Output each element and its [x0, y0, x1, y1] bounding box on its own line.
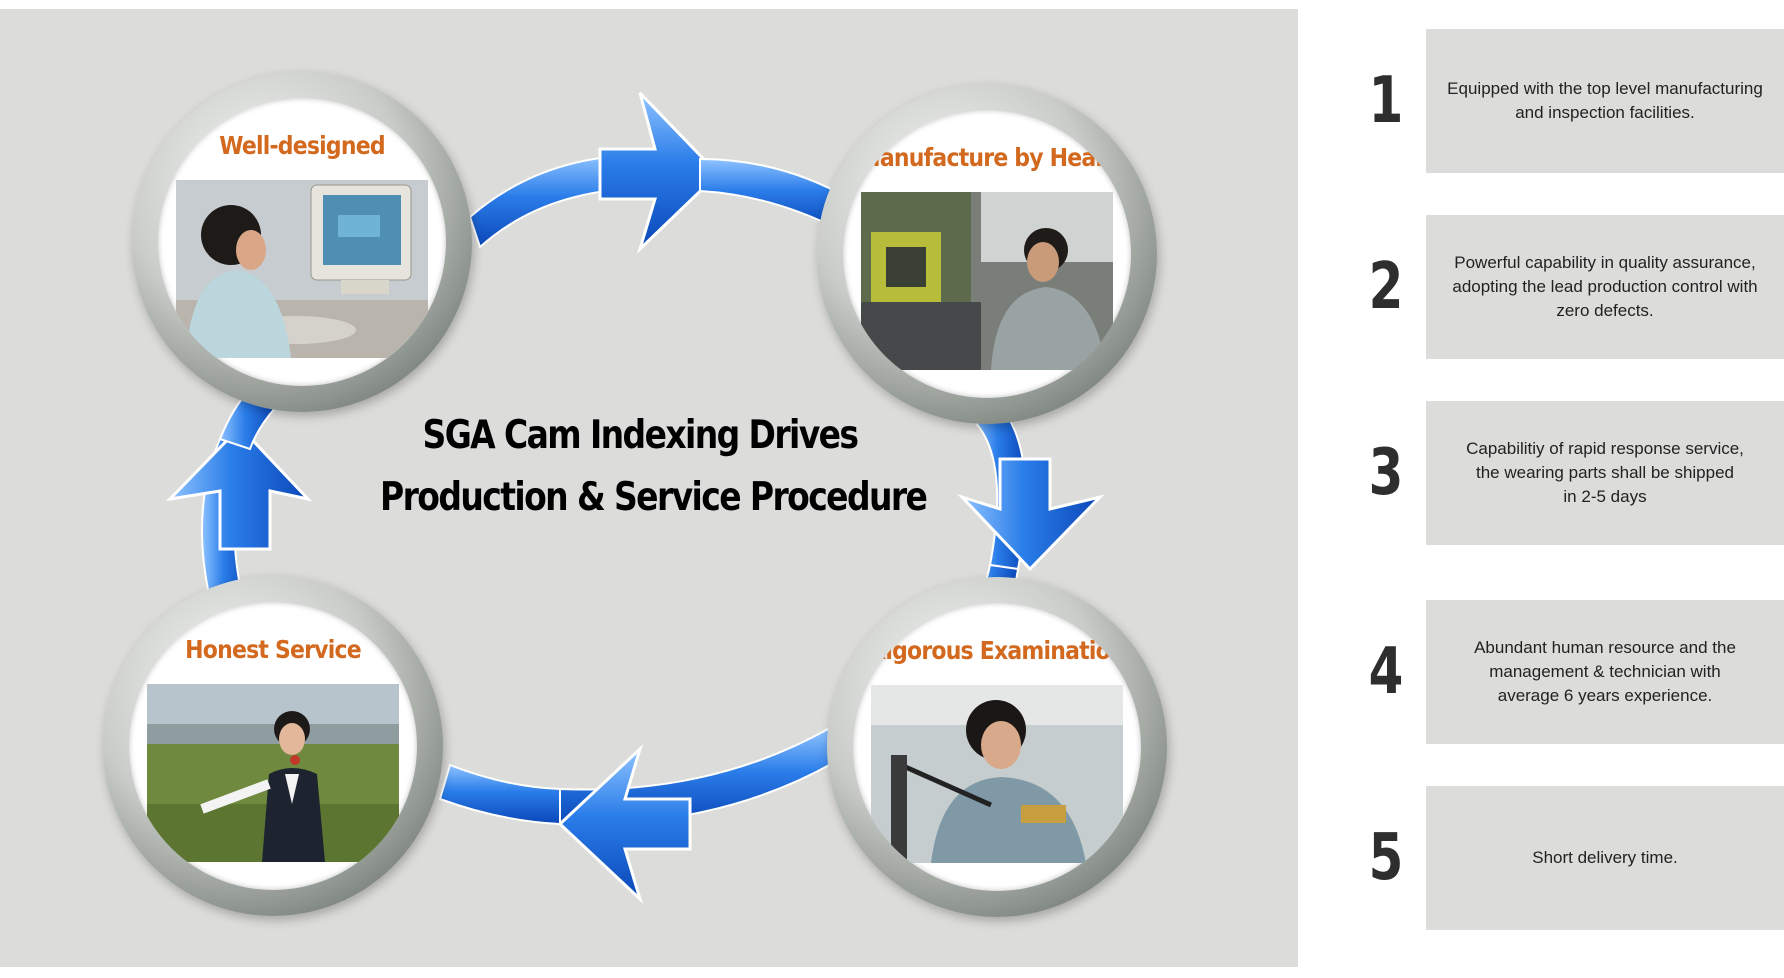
stage-rigorous-examination: Rigorous Examination — [827, 577, 1167, 917]
feature-box: Abundant human resource and the manageme… — [1426, 600, 1784, 744]
diagram-title-line2: Production & Service Procedure — [380, 473, 928, 520]
diagram-panel: Well-designed Manufacture by Heart — [0, 9, 1298, 967]
feature-text: Capabilitiy of rapid response service, t… — [1466, 439, 1744, 506]
feature-item-3: 3 Capabilitiy of rapid response service,… — [1330, 401, 1784, 545]
arrow-top — [468, 91, 852, 255]
feature-item-5: 5 Short delivery time. — [1330, 786, 1784, 930]
feature-box: Capabilitiy of rapid response service, t… — [1426, 401, 1784, 545]
stage-manufacture-by-heart: Manufacture by Heart — [817, 84, 1157, 424]
feature-item-1: 1 Equipped with the top level manufactur… — [1330, 29, 1784, 173]
cycle-arrows — [165, 91, 1105, 904]
feature-text: Equipped with the top level manufacturin… — [1447, 79, 1763, 122]
stage-disc: Manufacture by Heart — [843, 110, 1131, 398]
feature-number: 1 — [1368, 64, 1404, 138]
designer-at-computer-image — [176, 180, 428, 358]
diagram-title-line1: SGA Cam Indexing Drives — [422, 411, 860, 458]
machinist-image — [861, 192, 1113, 370]
feature-box: Short delivery time. — [1426, 786, 1784, 930]
stage-well-designed: Well-designed — [132, 72, 472, 412]
stage-honest-service: Honest Service — [103, 576, 443, 916]
stage-disc: Well-designed — [158, 98, 446, 386]
feature-item-2: 2 Powerful capability in quality assuran… — [1330, 215, 1784, 359]
stage-title: Honest Service — [185, 636, 361, 665]
feature-box: Equipped with the top level manufacturin… — [1426, 29, 1784, 173]
arrow-bottom — [438, 727, 842, 904]
feature-number: 4 — [1368, 635, 1404, 709]
feature-number: 5 — [1368, 821, 1404, 895]
stage-disc: Rigorous Examination — [853, 603, 1141, 891]
feature-text: Powerful capability in quality assurance… — [1452, 253, 1758, 320]
stage-title: Well-designed — [219, 132, 385, 161]
stage-title: Manufacture by Heart — [858, 144, 1116, 173]
feature-text: Short delivery time. — [1532, 848, 1678, 867]
stage-disc: Honest Service — [129, 602, 417, 890]
arrow-left — [165, 387, 313, 601]
feature-item-4: 4 Abundant human resource and the manage… — [1330, 600, 1784, 744]
diagram-title: SGA Cam Indexing Drives Production & Ser… — [380, 404, 928, 528]
inspector-image — [871, 685, 1123, 863]
service-staff-image — [147, 684, 399, 862]
feature-number: 3 — [1368, 436, 1404, 510]
stage-title: Rigorous Examination — [869, 637, 1125, 666]
feature-number: 2 — [1368, 250, 1404, 324]
feature-text: Abundant human resource and the manageme… — [1474, 638, 1736, 705]
feature-box: Powerful capability in quality assurance… — [1426, 215, 1784, 359]
